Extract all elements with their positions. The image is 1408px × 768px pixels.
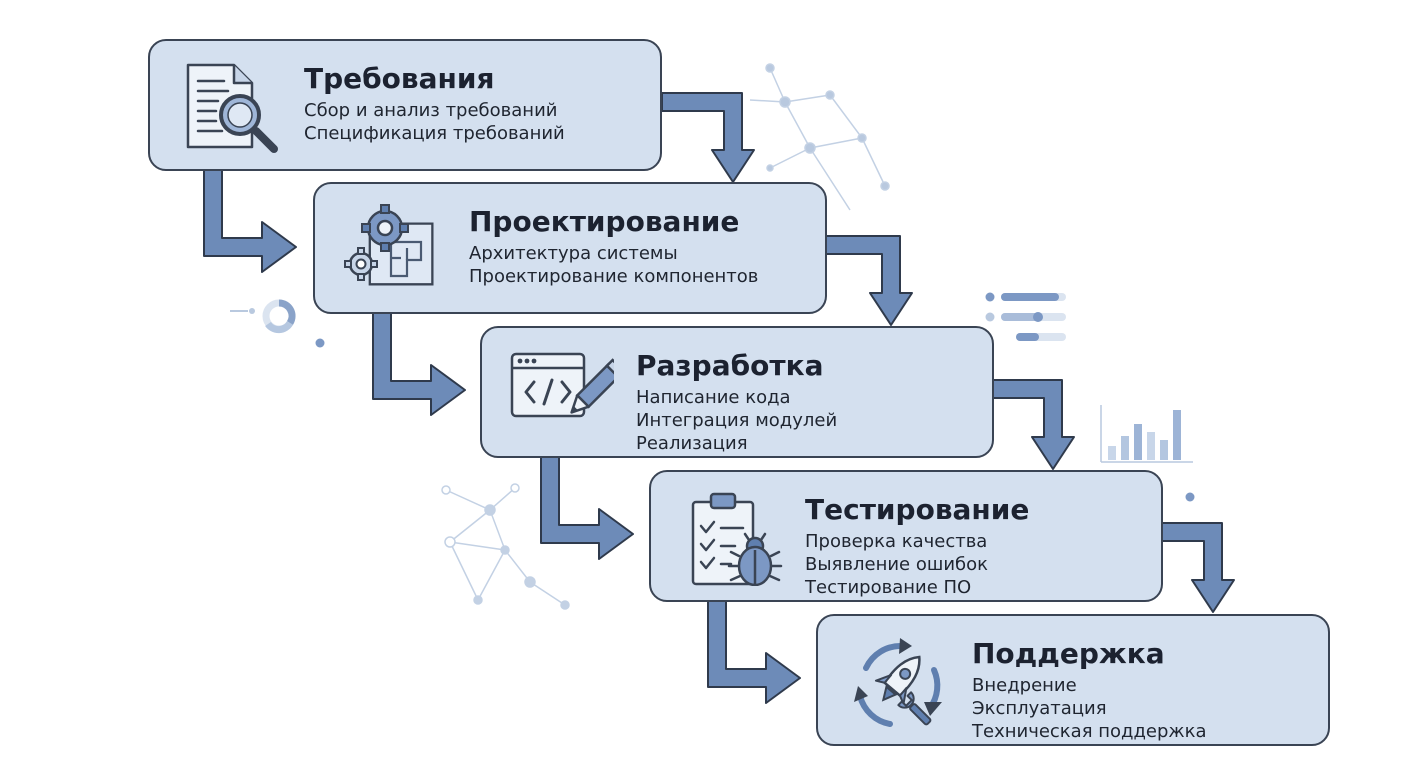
progress-bars-decoration: [985, 292, 1066, 341]
stage-box-development: Разработка Написание кода Интеграция мод…: [480, 326, 994, 458]
arrow-4-to-5-left: [707, 600, 801, 704]
connector-arrows: [203, 92, 1235, 704]
network-decoration-top: [749, 63, 890, 211]
stage-item: Внедрение: [972, 675, 1077, 696]
stage-box-design: Проектирование Архитектура системы Проек…: [313, 182, 827, 314]
stage-item: Выявление ошибок: [805, 554, 989, 575]
stage-box-testing: Тестирование Проверка качества Выявление…: [649, 470, 1163, 602]
stage-title: Тестирование: [805, 493, 1030, 526]
stage-item: Архитектура системы: [469, 243, 678, 264]
document-search-icon: [178, 59, 282, 155]
stage-title: Требования: [304, 62, 495, 95]
arrow-1-to-2-left: [203, 169, 297, 273]
stage-item: Проектирование компонентов: [469, 266, 759, 287]
stage-item: Тестирование ПО: [805, 577, 972, 598]
stage-item: Проверка качества: [805, 531, 988, 552]
network-decoration-bottom: [441, 483, 570, 610]
stage-title: Разработка: [636, 349, 824, 382]
arrow-3-to-4-right: [978, 379, 1075, 470]
checklist-bug-icon: [679, 490, 783, 586]
stage-title: Проектирование: [469, 205, 740, 238]
gears-blueprint-icon: [343, 202, 447, 298]
arrow-3-to-4-left: [540, 456, 634, 560]
arrow-2-to-3-right: [820, 235, 913, 326]
stage-item: Эксплуатация: [972, 698, 1107, 719]
stage-item: Спецификация требований: [304, 123, 565, 144]
stage-item: Сбор и анализ требований: [304, 100, 558, 121]
code-editor-pencil-icon: [510, 346, 614, 442]
stage-item: Реализация: [636, 433, 748, 454]
arrow-1-to-2-right: [661, 92, 755, 183]
bar-chart-decoration: [1100, 405, 1193, 463]
stage-item: Техническая поддержка: [972, 721, 1207, 742]
rocket-wrench-cycle-icon: [846, 634, 950, 730]
donut-decoration: [230, 299, 325, 348]
stage-box-requirements: Требования Сбор и анализ требований Спец…: [148, 39, 662, 171]
stage-item: Написание кода: [636, 387, 791, 408]
dot-decoration: [1185, 492, 1195, 502]
stage-box-support: Поддержка Внедрение Эксплуатация Техниче…: [816, 614, 1330, 746]
arrow-4-to-5-right: [1141, 522, 1235, 613]
arrow-2-to-3-left: [372, 312, 466, 416]
stage-title: Поддержка: [972, 637, 1165, 670]
stage-item: Интеграция модулей: [636, 410, 838, 431]
